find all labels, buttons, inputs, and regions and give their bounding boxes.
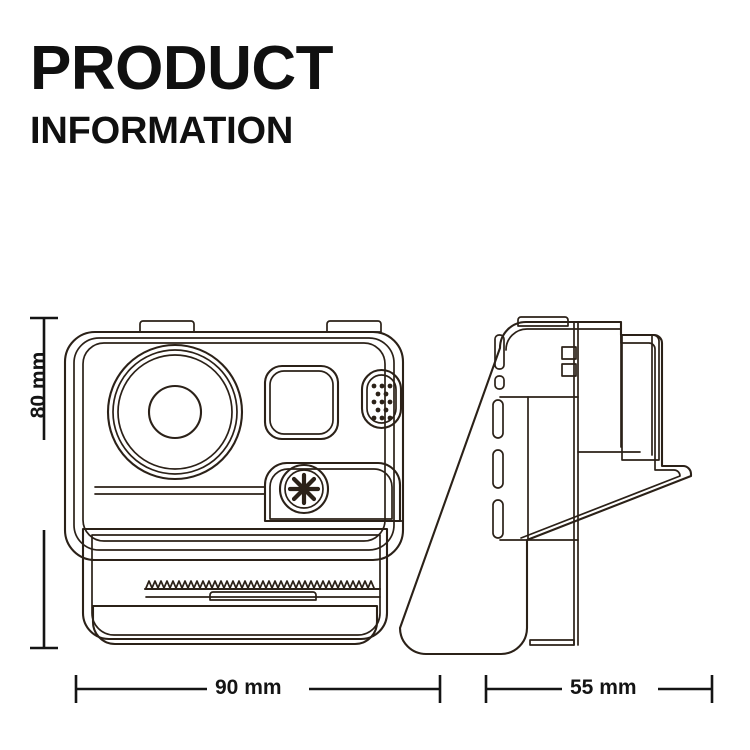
side-top-tab (517, 316, 569, 327)
side-bottom-lip (529, 639, 575, 646)
heading-block: PRODUCT INFORMATION (30, 34, 710, 153)
dimension-label-width-front: 90 mm (215, 676, 282, 699)
dimension-height (30, 316, 58, 650)
side-panel-seams (499, 321, 641, 646)
side-button-3 (492, 399, 504, 439)
page-subtitle: INFORMATION (30, 110, 294, 152)
speaker-dots-icon (371, 383, 393, 421)
side-buttons[interactable] (492, 334, 505, 539)
side-button-2 (494, 375, 505, 390)
dimension-width-side (484, 670, 714, 708)
page-title: PRODUCT (30, 34, 334, 103)
print-compartment (81, 527, 389, 646)
side-button-1 (494, 334, 505, 370)
port-slot (561, 346, 577, 377)
side-inner-contour (505, 328, 681, 539)
lens-assembly (106, 343, 244, 481)
sawtooth-edge-icon (145, 580, 375, 589)
side-body-outline (398, 320, 693, 656)
dimension-label-height: 80 mm (27, 351, 50, 419)
shutter-panel (263, 461, 402, 523)
lens-barrel-profile (621, 334, 660, 461)
side-view (398, 316, 693, 656)
front-view (63, 320, 405, 646)
print-ejection-slot (143, 580, 382, 601)
body-seam (94, 486, 404, 522)
viewfinder-window (263, 364, 340, 441)
dimension-width-front (74, 670, 442, 708)
top-tabs (139, 320, 382, 333)
flower-asterisk-icon (287, 472, 321, 506)
front-body-shell (63, 330, 405, 562)
side-button-4 (492, 449, 504, 489)
side-button-5 (492, 499, 504, 539)
speaker-grille (360, 368, 403, 430)
dimension-label-width-side: 55 mm (570, 676, 637, 699)
shutter-button[interactable] (278, 463, 330, 515)
